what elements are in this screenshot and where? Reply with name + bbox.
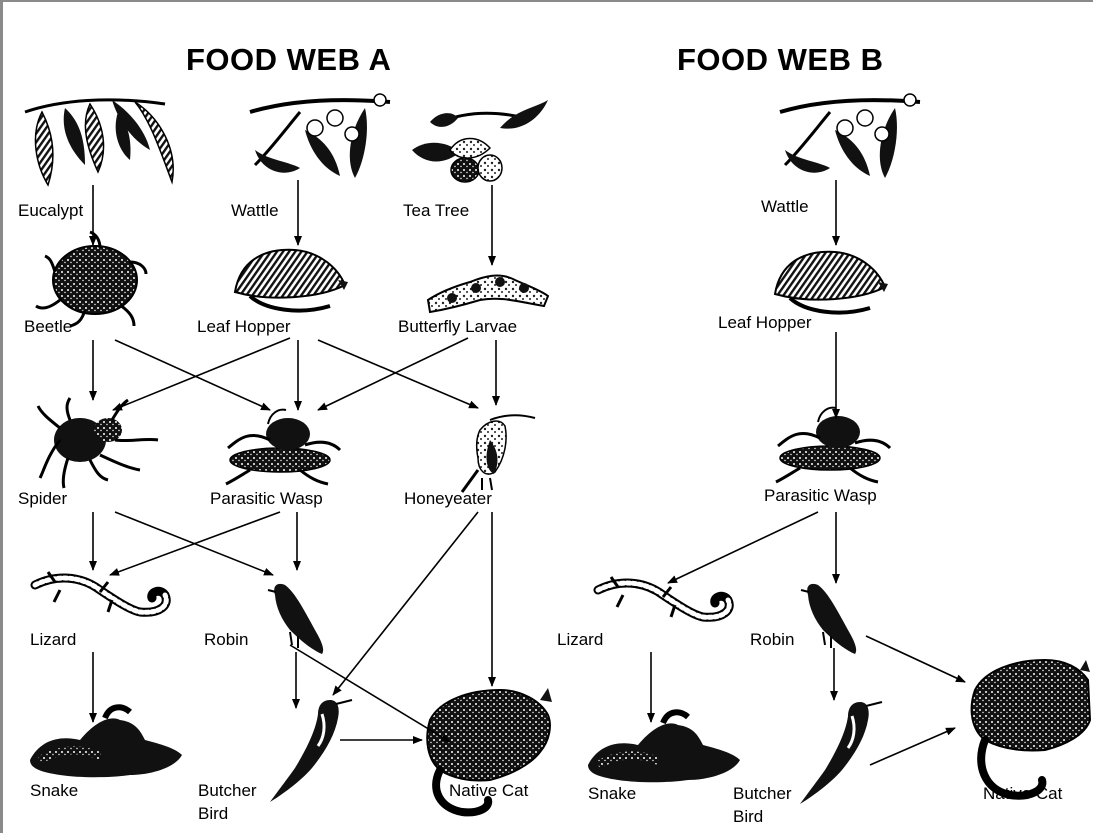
label-butcher-bird-line2: Bird bbox=[198, 803, 228, 824]
lizard-icon-b bbox=[598, 577, 729, 617]
wattle-icon bbox=[250, 94, 390, 178]
arrow-robin-nativecat bbox=[290, 645, 450, 742]
beetle-icon bbox=[36, 232, 146, 326]
label-snake: Snake bbox=[30, 780, 78, 801]
label-robin: Robin bbox=[204, 629, 248, 650]
parasitic-wasp-icon-b bbox=[776, 408, 890, 482]
arrow-wasp-lizard-b bbox=[668, 512, 818, 583]
butcher-bird-icon-b bbox=[800, 702, 882, 804]
label-butcher-bird-b-line2: Bird bbox=[733, 806, 763, 827]
label-parasitic-wasp: Parasitic Wasp bbox=[210, 488, 323, 509]
leaf-hopper-icon-b bbox=[775, 252, 888, 313]
arrow-butcherbird-nativecat-b bbox=[870, 728, 955, 765]
label-native-cat-b: Native Cat bbox=[983, 783, 1062, 804]
arrow-honeyeater-butcherbird bbox=[333, 512, 478, 695]
snake-icon bbox=[30, 707, 182, 777]
label-lizard: Lizard bbox=[30, 629, 76, 650]
leaf-hopper-icon bbox=[235, 250, 348, 311]
eucalypt-icon bbox=[25, 100, 173, 185]
label-lizard-b: Lizard bbox=[557, 629, 603, 650]
robin-icon-b bbox=[801, 584, 856, 654]
honeyeater-icon bbox=[462, 415, 535, 492]
native-cat-icon-b bbox=[972, 660, 1090, 796]
label-honeyeater: Honeyeater bbox=[404, 488, 492, 509]
label-beetle: Beetle bbox=[24, 316, 72, 337]
robin-icon bbox=[268, 584, 323, 654]
label-leaf-hopper-b: Leaf Hopper bbox=[718, 312, 812, 333]
snake-icon-b bbox=[588, 712, 740, 782]
label-tea-tree: Tea Tree bbox=[403, 200, 469, 221]
label-leaf-hopper: Leaf Hopper bbox=[197, 316, 291, 337]
label-native-cat: Native Cat bbox=[449, 780, 528, 801]
label-butcher-bird-b-line1: Butcher bbox=[733, 783, 792, 804]
label-robin-b: Robin bbox=[750, 629, 794, 650]
food-web-a-title: FOOD WEB A bbox=[186, 42, 391, 78]
butcher-bird-icon bbox=[270, 700, 352, 802]
lizard-icon bbox=[35, 572, 166, 612]
label-eucalypt: Eucalypt bbox=[18, 200, 83, 221]
tea-tree-icon bbox=[412, 100, 548, 182]
label-butcher-bird-line1: Butcher bbox=[198, 780, 257, 801]
butterfly-larvae-icon bbox=[428, 276, 548, 312]
food-web-b-title: FOOD WEB B bbox=[677, 42, 884, 78]
wattle-icon-b bbox=[780, 94, 920, 178]
arrow-wasp-lizard bbox=[110, 512, 280, 575]
parasitic-wasp-icon bbox=[226, 410, 340, 484]
arrow-robin-nativecat-b bbox=[866, 636, 965, 682]
label-spider: Spider bbox=[18, 488, 67, 509]
label-butterfly-larvae: Butterfly Larvae bbox=[398, 316, 517, 337]
spider-icon bbox=[38, 398, 158, 488]
label-wattle-b: Wattle bbox=[761, 196, 809, 217]
label-snake-b: Snake bbox=[588, 783, 636, 804]
label-wattle: Wattle bbox=[231, 200, 279, 221]
arrow-leafhopper-spider bbox=[113, 338, 290, 410]
label-parasitic-wasp-b: Parasitic Wasp bbox=[764, 485, 877, 506]
